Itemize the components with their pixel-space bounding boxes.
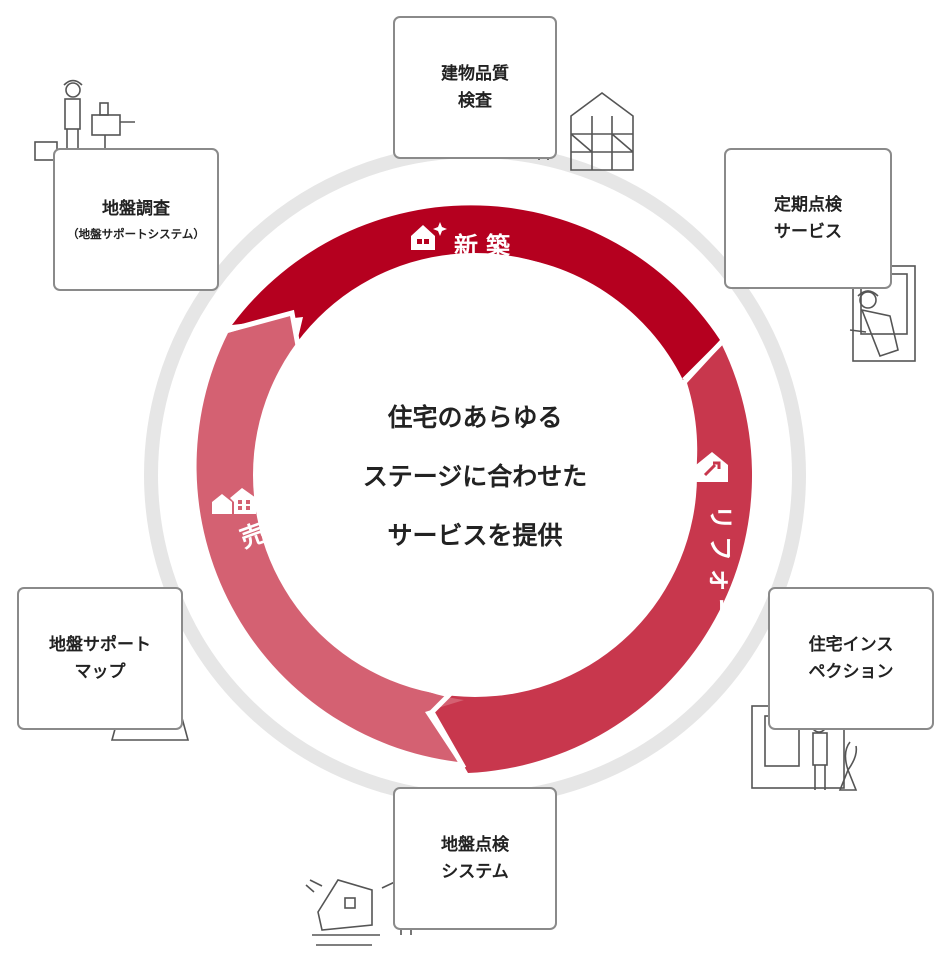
separator-new-reform	[682, 338, 726, 382]
center-line-1: 住宅のあらゆる	[387, 403, 563, 432]
center-message: 住宅のあらゆる ステージに合わせた サービスを提供	[300, 388, 650, 565]
segment-new-build	[232, 205, 720, 380]
card-ground-survey-sub: （地盤サポートシステム）	[67, 227, 205, 241]
card-ground-map-line1: 地盤サポート	[49, 634, 151, 655]
card-periodic-inspection-line2: サービス	[774, 221, 842, 242]
card-ground-check-line1: 地盤点検	[441, 834, 509, 855]
house-sparkle-icon	[411, 222, 447, 250]
card-house-inspection-line2: ペクション	[808, 661, 894, 682]
card-ground-map-line2: マップ	[74, 661, 126, 682]
card-house-inspection-line1: 住宅インス	[808, 634, 894, 655]
center-line-2: ステージに合わせた	[362, 462, 588, 491]
label-reform: リフォーム	[706, 505, 735, 659]
center-disc	[253, 253, 697, 697]
card-periodic-inspection[interactable]: 定期点検 サービス	[724, 148, 892, 289]
card-ground-survey-line1: 地盤調査	[102, 199, 170, 219]
card-building-inspection-line1: 建物品質	[441, 63, 509, 84]
card-ground-check-line2: システム	[441, 861, 509, 882]
house-wrench-icon	[696, 452, 728, 482]
card-ground-survey[interactable]: 地盤調査 （地盤サポートシステム）	[53, 148, 219, 291]
card-periodic-inspection-line1: 定期点検	[774, 194, 842, 215]
card-house-inspection[interactable]: 住宅インス ペクション	[768, 587, 934, 730]
card-ground-check[interactable]: 地盤点検 システム	[393, 787, 557, 930]
houses-icon	[212, 488, 256, 514]
card-ground-map[interactable]: 地盤サポート マップ	[17, 587, 183, 730]
card-building-inspection-line2: 検査	[458, 90, 492, 111]
card-building-inspection[interactable]: 建物品質 検査	[393, 16, 557, 159]
label-new-build: 新築	[454, 232, 518, 260]
segment-reform	[432, 345, 753, 773]
center-line-3: サービスを提供	[387, 521, 563, 550]
